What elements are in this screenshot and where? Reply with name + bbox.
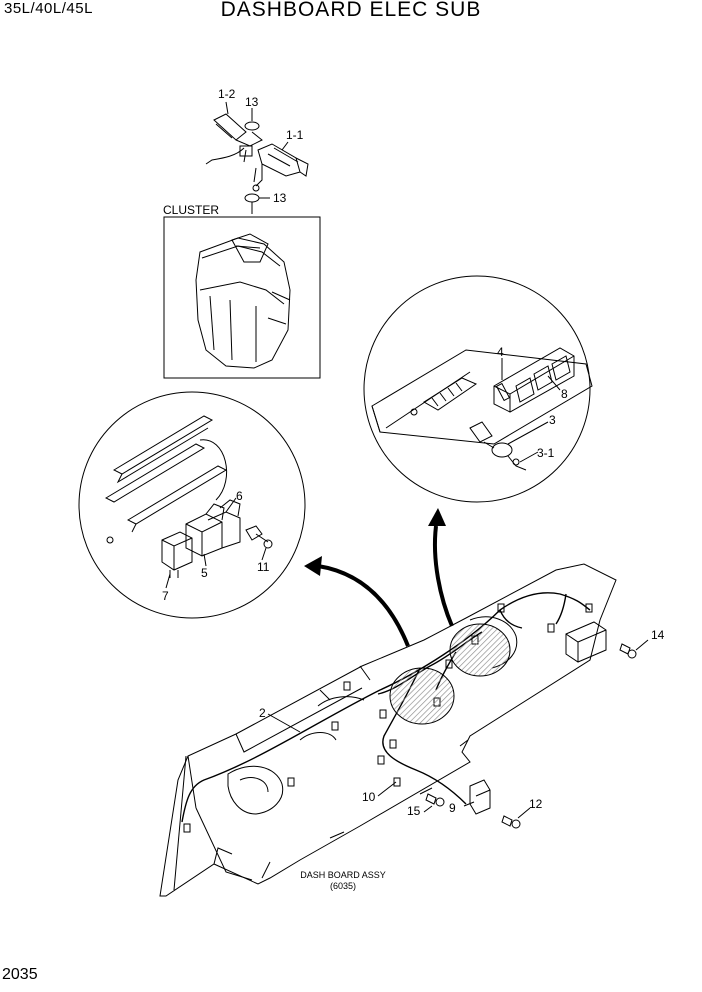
model-designation: 35L/40L/45L (4, 0, 93, 17)
callout-3: 3 (549, 413, 556, 427)
callout-5: 5 (201, 566, 208, 580)
callout-13-bottom: 13 (273, 191, 287, 205)
callout-10: 10 (362, 790, 376, 804)
callout-13-top: 13 (245, 95, 259, 109)
callout-8: 8 (561, 387, 568, 401)
page-title: DASHBOARD ELEC SUB (220, 0, 482, 21)
multifunction-switch (205, 101, 309, 214)
relay-detail-circle (78, 391, 306, 619)
callout-14: 14 (651, 628, 665, 642)
callout-3-1: 3-1 (537, 446, 555, 460)
callout-12: 12 (529, 797, 543, 811)
callout-6: 6 (236, 489, 243, 503)
callout-1-1: 1-1 (286, 128, 304, 142)
callout-2: 2 (259, 706, 266, 720)
callout-7: 7 (162, 589, 169, 603)
dash-board-assy-code: (6035) (330, 881, 356, 891)
switch-detail-circle (363, 275, 593, 503)
cluster-label: CLUSTER (163, 203, 219, 217)
callout-11: 11 (257, 560, 270, 574)
dashboard-assembly (159, 563, 649, 897)
callout-1-2: 1-2 (218, 87, 236, 101)
dash-board-assy-label: DASH BOARD ASSY (300, 870, 386, 880)
callout-15: 15 (407, 804, 421, 818)
detail-arrows (304, 508, 454, 647)
callout-9: 9 (449, 801, 456, 815)
cluster-box (163, 216, 321, 379)
callout-labels: 1-2 13 1-1 13 CLUSTER 4 8 3 3-1 6 5 7 11… (162, 87, 665, 891)
page-number: 2035 (2, 966, 38, 983)
callout-4: 4 (497, 345, 504, 359)
